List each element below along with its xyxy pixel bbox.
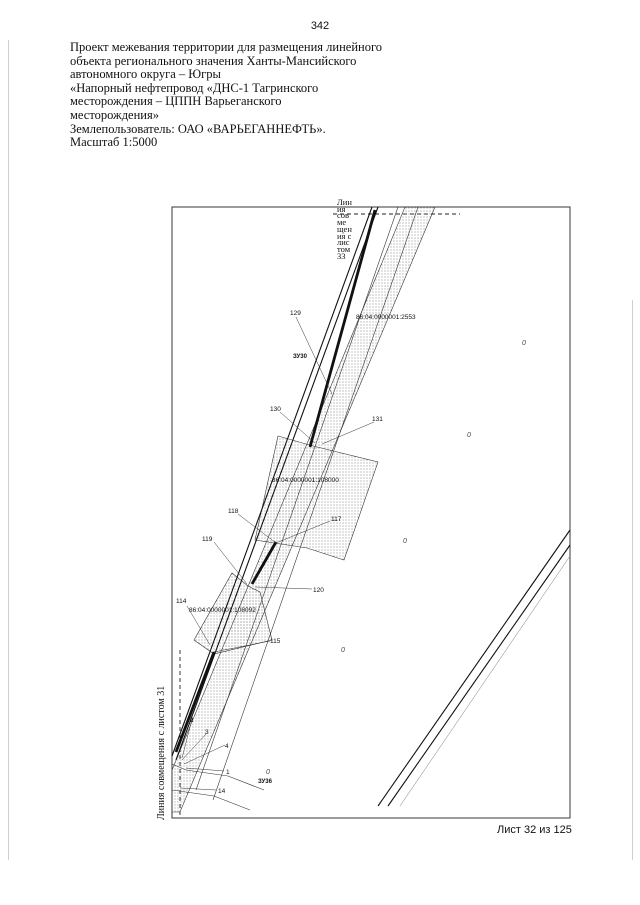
point-label: 3 [205, 729, 209, 736]
pipeline-segment-2 [250, 541, 278, 585]
point-label: 118 [228, 508, 239, 515]
leader-2 [181, 722, 192, 759]
leader-1 [185, 767, 225, 772]
point-label: 119 [202, 536, 213, 543]
cadastral-number-label: 86:04:0000001:108000 [272, 477, 339, 484]
land-plot-label: ЗУ30 [293, 354, 308, 360]
leader-4 [183, 744, 226, 765]
cadastral-number-label: 86:04:0000001:2553 [356, 314, 416, 321]
parcel-108092 [193, 572, 273, 655]
header-line: месторождения» [70, 107, 159, 122]
header-line: Землепользователь: ОАО «ВАРЬЕГАННЕФТЬ». [70, 121, 326, 136]
junction-line-label-top: Лин ия сов ме щен ия с лис том 33 [337, 197, 352, 261]
map-frame [171, 206, 571, 819]
page-number: 342 [310, 20, 330, 32]
cadastral-number-label: 86:04:0000001:108092 [189, 607, 256, 614]
header-line: месторождения – ЦППН Варьеганского [70, 94, 282, 109]
scan-edge-left [8, 40, 9, 860]
header-line: объекта регионального значения Ханты-Ман… [70, 53, 357, 68]
pipeline-segment-3 [174, 651, 216, 753]
point-label: 129 [290, 310, 301, 317]
leader-129 [295, 316, 333, 395]
road-line-b [387, 544, 571, 807]
leader-14 [179, 787, 217, 791]
leader-131 [321, 421, 375, 445]
parcel-108000 [254, 435, 379, 561]
pipeline-line-a [175, 206, 379, 761]
leader-118 [237, 513, 277, 544]
road-line-a [377, 529, 571, 807]
sheet-number: Лист 32 из 125 [497, 824, 572, 836]
zero-mark: 0 [467, 432, 471, 439]
header-line: «Напорный нефтепровод «ДНС-1 Тагринского [70, 80, 319, 95]
leader-120 [254, 586, 313, 590]
point-label: 115 [270, 638, 281, 645]
top-label-line: лис [337, 237, 350, 248]
header-line: автономного округа – Югры [70, 67, 221, 82]
leader-3 [181, 733, 207, 761]
leader-117 [275, 520, 331, 544]
pipeline-segment-1 [308, 209, 377, 448]
leader-115 [213, 640, 271, 653]
zero-mark: 0 [403, 538, 407, 545]
header-line: Масштаб 1:5000 [70, 135, 158, 150]
leader-119 [213, 541, 248, 585]
leader-114 [186, 605, 211, 646]
top-label-line: том [337, 243, 351, 254]
boundary-line-2 [171, 789, 251, 811]
point-label: 14 [218, 788, 226, 795]
corridor-line-1 [195, 206, 399, 791]
scan-edge-right [632, 300, 633, 860]
point-label: 1 [226, 769, 230, 776]
top-label-line: сов [337, 210, 350, 221]
zero-mark: 0 [266, 769, 270, 776]
point-label: 120 [313, 587, 324, 594]
leader-130 [279, 411, 316, 444]
top-label-line: 33 [337, 250, 346, 261]
point-label: 2 [190, 718, 194, 724]
land-plot-label: ЗУ36 [258, 779, 273, 785]
point-label: 4 [225, 743, 229, 750]
top-label-line: ме [337, 217, 347, 228]
zero-mark: 0 [341, 647, 345, 654]
top-label-line: ия [337, 203, 346, 214]
point-label: 114 [176, 598, 187, 605]
zero-mark: 0 [522, 340, 526, 347]
road-edge [399, 555, 571, 807]
top-label-line: Лин [337, 197, 352, 207]
top-label-line: щен [337, 223, 352, 234]
top-label-line: ия с [337, 230, 352, 241]
corridor-line-2 [212, 206, 419, 801]
pipeline-line-b [171, 206, 373, 757]
header-line: Проект межевания территории для размещен… [70, 40, 383, 54]
point-label: 117 [331, 516, 342, 523]
document-header: Проект межевания территории для размещен… [70, 40, 400, 150]
point-label: 130 [270, 406, 281, 413]
boundary-line-1 [171, 763, 265, 791]
point-label: 131 [372, 416, 383, 423]
